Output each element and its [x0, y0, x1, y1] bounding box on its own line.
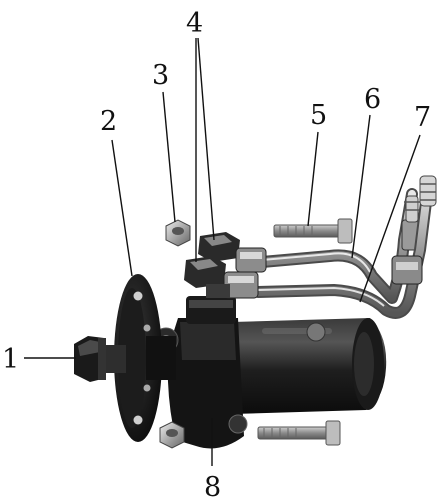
callout-2: 2: [100, 106, 117, 137]
callout-1: 1: [2, 344, 19, 375]
pump-body: [153, 296, 387, 449]
hydraulic-pipe: [256, 188, 420, 304]
leader-line-4b: [197, 37, 215, 241]
union-fittings: [184, 232, 267, 299]
lock-nut: [165, 219, 191, 247]
callout-4: 4: [186, 8, 203, 39]
leader-line-5: [307, 131, 319, 227]
callout-3: 3: [152, 60, 169, 91]
leader-line-7: [359, 134, 421, 303]
shaft-nut: [74, 336, 126, 382]
lock-nut: [159, 421, 185, 449]
callout-8: 8: [204, 472, 221, 503]
mounting-bolt: [257, 420, 341, 446]
hydraulic-pipe-with-bend: [252, 175, 437, 319]
leader-line-3: [162, 91, 176, 223]
callout-5: 5: [310, 100, 327, 131]
mounting-flange: [114, 274, 176, 442]
callout-7: 7: [414, 102, 431, 133]
mounting-bolt: [273, 218, 353, 244]
callout-6: 6: [364, 84, 381, 115]
leader-line-6: [351, 114, 371, 259]
leader-line-2: [111, 139, 133, 277]
